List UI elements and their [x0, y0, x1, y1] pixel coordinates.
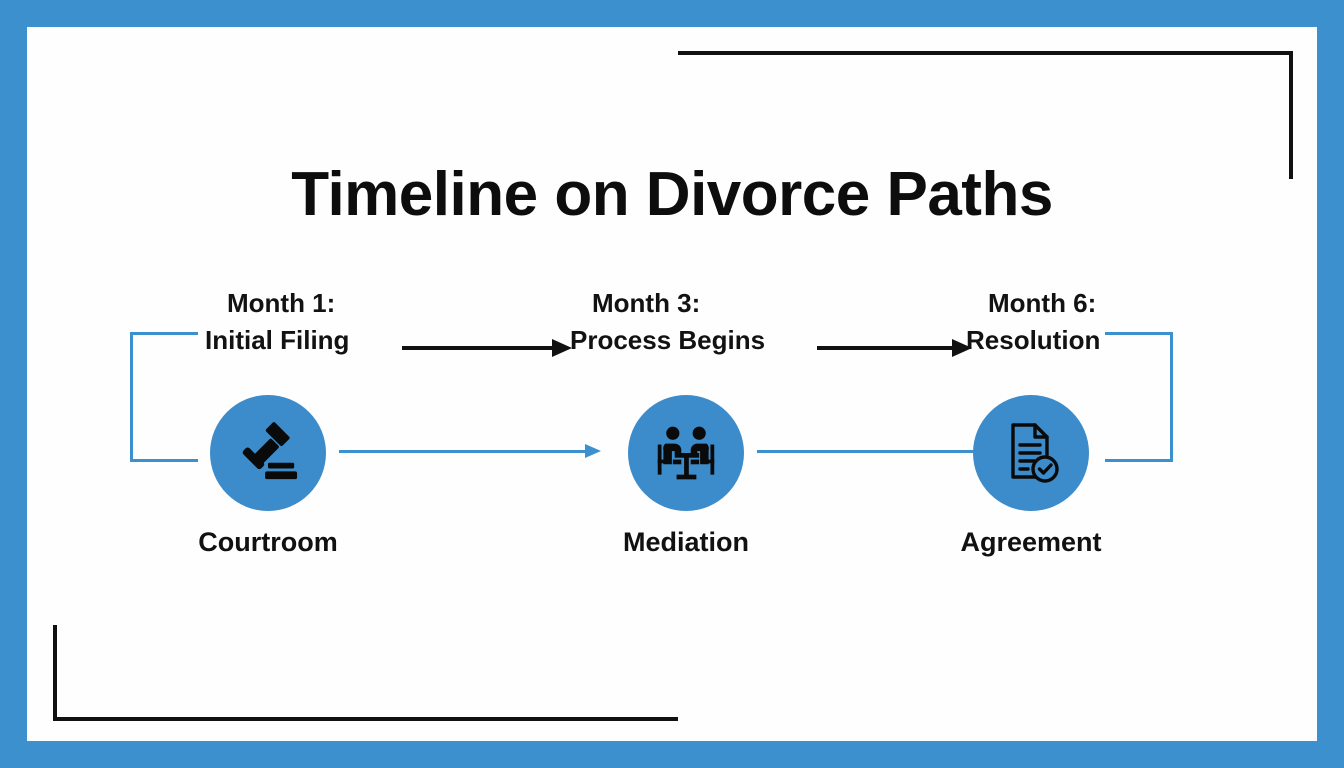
page-title: Timeline on Divorce Paths: [291, 160, 1053, 229]
arrow-head: [552, 339, 572, 357]
milestone-label-2: Month 3: Process Begins: [570, 285, 765, 359]
arrow-right-icon-stage-1-2: [339, 443, 601, 461]
stage-node-mediation: [628, 395, 744, 511]
document-check-icon: [1011, 423, 1059, 483]
milestone-desc-1: Initial Filing: [205, 325, 350, 355]
corner-rule-bottom-left-vertical: [53, 625, 57, 721]
bracket-right-icon: [1105, 332, 1173, 462]
slide-canvas: Timeline on Divorce Paths Month 1: Initi…: [27, 27, 1317, 741]
arrow-shaft: [339, 450, 587, 453]
bracket-left-icon: [130, 332, 198, 462]
arrow-right-icon-stage-2-3: [757, 443, 1005, 461]
arrow-shaft: [402, 346, 554, 350]
milestone-desc-3: Resolution: [966, 325, 1101, 355]
stage-caption-mediation: Mediation: [623, 527, 749, 557]
stage-node-agreement: [973, 395, 1089, 511]
milestone-month-3: Month 6:: [988, 288, 1097, 318]
arrow-right-icon-milestone-2-3: [817, 336, 972, 360]
arrow-head: [952, 339, 972, 357]
milestone-month-1: Month 1:: [227, 288, 336, 318]
arrow-head: [585, 444, 601, 458]
milestone-label-1: Month 1: Initial Filing: [205, 285, 349, 359]
stage-caption-agreement: Agreement: [960, 527, 1102, 557]
corner-rule-bottom-left-horizontal: [53, 717, 678, 721]
arrow-right-icon-milestone-1-2: [402, 336, 572, 360]
milestone-label-3: Month 6: Resolution: [966, 285, 1100, 359]
icon-circle: [973, 395, 1089, 511]
corner-rule-top-right-horizontal: [678, 51, 1293, 55]
gavel-icon: [242, 422, 298, 480]
corner-rule-top-right-vertical: [1289, 51, 1293, 179]
two-people-at-table-icon: [657, 426, 715, 480]
stage-node-courtroom: [210, 395, 326, 511]
icon-circle: [628, 395, 744, 511]
milestone-month-2: Month 3:: [592, 288, 701, 318]
milestone-desc-2: Process Begins: [570, 325, 766, 355]
stage-caption-courtroom: Courtroom: [198, 527, 338, 557]
arrow-shaft: [817, 346, 954, 350]
icon-circle: [210, 395, 326, 511]
arrow-shaft: [757, 450, 991, 453]
